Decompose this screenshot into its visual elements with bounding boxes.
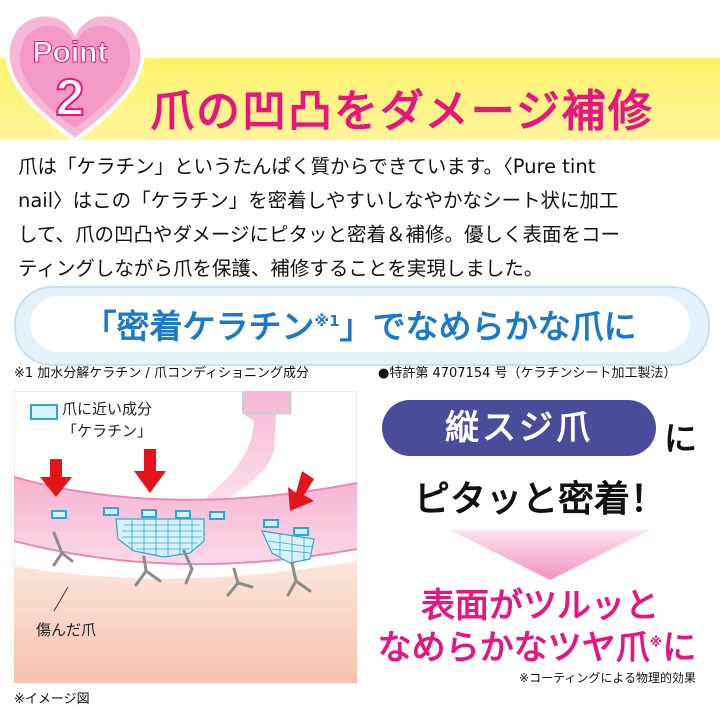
banner-text-before: 「密着ケラチン (83, 307, 315, 346)
keratin-legend: 爪に近い成分 「ケラチン」 (62, 398, 152, 442)
damage-cracks (52, 531, 312, 597)
damaged-nail-label: 傷んだ爪 (36, 621, 97, 639)
keratin-sheet-ribbon (194, 391, 289, 509)
ingredient-note: ※1 加水分解ケラチン / 爪コンディショニング成分 (14, 366, 310, 381)
point-label: Point (32, 36, 108, 70)
keratin-fill-grid (115, 518, 315, 564)
result-line-2-after: に (662, 628, 697, 668)
result-line-2-sup: ※ (649, 635, 663, 651)
result-line-2: なめらかなツヤ爪※に (366, 620, 708, 669)
red-arrow-icon (40, 459, 72, 497)
keratin-banner-text: 「密着ケラチン※1」でなめらかな爪に (30, 300, 690, 348)
banner-text-after: 」でなめらかな爪に (339, 307, 637, 346)
red-arrow-icon (288, 471, 314, 511)
legend-line: 爪に近い成分 (62, 400, 153, 418)
keratin-legend-swatch (30, 404, 58, 420)
adhere-text: ピタッと密着！ (413, 479, 666, 520)
legend-line: 「ケラチン」 (62, 422, 153, 440)
description-line: ティングしながら爪を保護、補修することを実現しました。 (18, 257, 544, 280)
vertical-ridge-pill: 縦スジ爪 (382, 400, 656, 456)
nail-diagram (14, 391, 357, 683)
keratin-banner-inner (30, 296, 690, 352)
point-number: 2 (55, 68, 86, 128)
skin-area (14, 561, 357, 683)
description-line: して、爪の凹凸やダメージにピタッと密着＆補修。優しく表面をコー (18, 223, 620, 246)
description-line: 爪は「ケラチン」というたんぱく質からできています。〈Pure tint (18, 155, 596, 178)
heart-icon (5, 12, 145, 143)
pill-suffix: に (664, 419, 697, 458)
coating-note: ※コーティングによる物理的効果 (519, 671, 696, 685)
description: 爪は「ケラチン」というたんぱく質からできています。〈Pure tint nail… (18, 150, 708, 286)
down-arrow-icon (450, 530, 650, 580)
keratin-blocks (51, 507, 309, 536)
banner-superscript: ※1 (314, 312, 340, 330)
red-arrow-icon (134, 449, 166, 493)
page-title: 爪の凹凸をダメージ補修 (150, 86, 654, 137)
patent-note: ●特許第 4707154 号（ケラチンシート加工製法） (378, 366, 677, 381)
pressure-arrows (40, 449, 314, 511)
result-line-2-before: なめらかなツヤ爪 (377, 628, 650, 668)
image-note: ※イメージ図 (14, 692, 90, 707)
description-line: nail〉はこの「ケラチン」を密着しやすいしなやかなシート状に加工 (18, 189, 619, 212)
result-line-1: 表面がツルッと (421, 586, 659, 626)
